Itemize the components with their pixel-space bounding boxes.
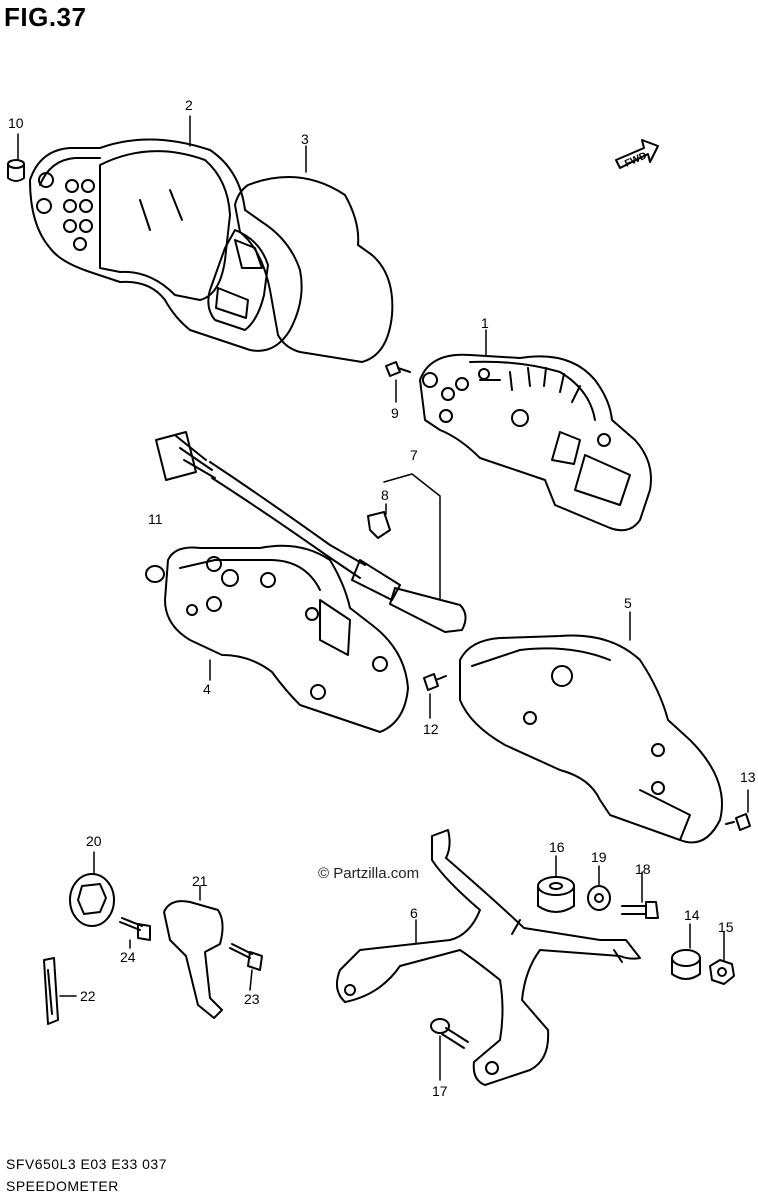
part-17-bolt bbox=[430, 1018, 469, 1049]
callout-leaders bbox=[17, 115, 749, 1081]
part-9-screw bbox=[385, 361, 411, 377]
callout-17: 17 bbox=[432, 1083, 448, 1099]
part-21-socket-bracket bbox=[163, 900, 224, 1019]
part-18-bolt bbox=[621, 901, 659, 919]
part-5-rear-cover bbox=[459, 634, 723, 844]
callout-19: 19 bbox=[591, 849, 607, 865]
callout-4: 4 bbox=[203, 681, 211, 697]
callout-2: 2 bbox=[185, 97, 193, 113]
callout-7: 7 bbox=[410, 447, 418, 463]
part-14-cushion bbox=[671, 949, 701, 980]
diagram-name: SPEEDOMETER bbox=[6, 1178, 119, 1194]
part-11-wire-harness bbox=[155, 431, 467, 633]
part-2-meter-cover bbox=[29, 138, 303, 352]
part-23-screw bbox=[229, 943, 263, 971]
callout-15: 15 bbox=[718, 919, 734, 935]
callout-5: 5 bbox=[624, 595, 632, 611]
callout-3: 3 bbox=[301, 131, 309, 147]
fwd-arrow-icon: FWD bbox=[615, 139, 659, 170]
callout-13: 13 bbox=[740, 769, 756, 785]
callout-22: 22 bbox=[80, 988, 96, 1004]
fwd-arrow-label: FWD bbox=[623, 150, 648, 169]
part-8-clamp bbox=[367, 511, 391, 539]
part-10-cap bbox=[7, 159, 25, 182]
part-13-screw bbox=[725, 813, 751, 831]
part-24-screw bbox=[119, 917, 151, 941]
callout-23: 23 bbox=[244, 991, 260, 1007]
part-22-clip bbox=[43, 957, 59, 1025]
grommet bbox=[145, 565, 165, 583]
figure-title: FIG.37 bbox=[4, 2, 87, 32]
callout-12: 12 bbox=[423, 721, 439, 737]
callout-6: 6 bbox=[410, 905, 418, 921]
part-15-nut bbox=[709, 959, 735, 985]
callout-8: 8 bbox=[381, 487, 389, 503]
watermark: © Partzilla.com bbox=[318, 865, 420, 882]
callout-11: 11 bbox=[148, 511, 163, 527]
part-19-washer bbox=[587, 885, 611, 911]
part-4-lower-case bbox=[164, 544, 409, 733]
part-6-bracket bbox=[335, 829, 641, 1086]
callout-16: 16 bbox=[549, 839, 565, 855]
part-1-meter-assembly bbox=[419, 353, 652, 532]
diagram-code: SFV650L3 E03 E33 037 bbox=[6, 1156, 168, 1172]
part-16-cushion bbox=[537, 876, 575, 913]
callout-21: 21 bbox=[192, 873, 208, 889]
callout-1: 1 bbox=[481, 315, 489, 331]
callout-14: 14 bbox=[684, 907, 700, 923]
part-3-gasket bbox=[234, 176, 394, 363]
part-20-socket bbox=[69, 873, 115, 927]
callout-18: 18 bbox=[635, 861, 651, 877]
callout-9: 9 bbox=[391, 405, 399, 421]
part-12-screw bbox=[423, 673, 447, 691]
part-7-leader bbox=[383, 473, 441, 601]
callout-24: 24 bbox=[120, 949, 136, 965]
callout-10: 10 bbox=[8, 115, 24, 131]
callout-20: 20 bbox=[86, 833, 102, 849]
